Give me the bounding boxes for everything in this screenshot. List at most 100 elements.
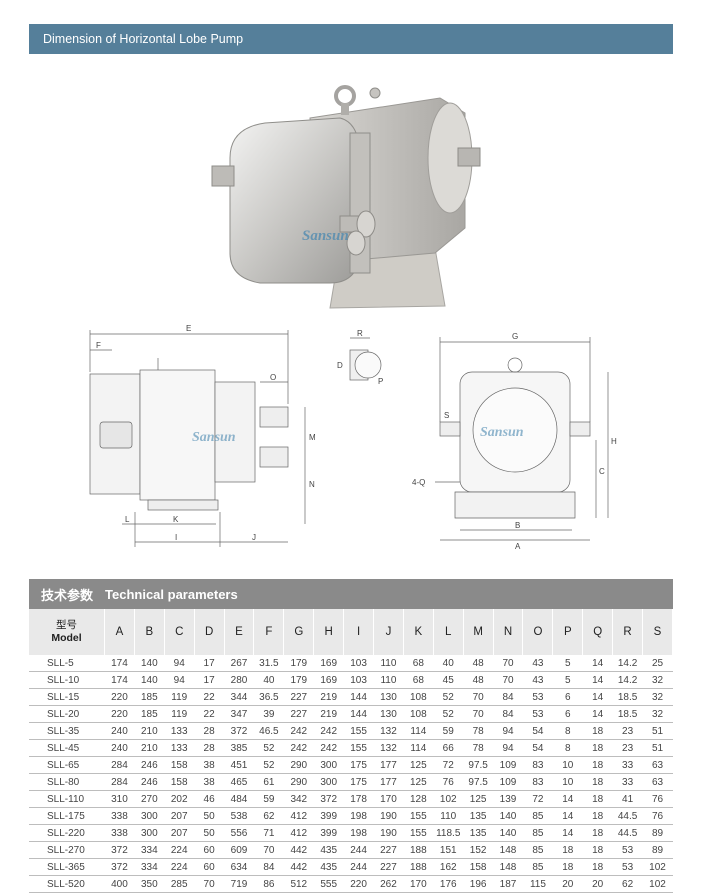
value-cell: 72 <box>522 790 553 808</box>
value-cell: 158 <box>164 773 195 791</box>
value-cell: 14 <box>552 824 583 842</box>
value-cell: 60 <box>194 858 225 876</box>
value-cell: 155 <box>343 722 374 740</box>
value-cell: 300 <box>134 807 165 825</box>
value-cell: 412 <box>283 824 314 842</box>
value-cell: 155 <box>343 739 374 757</box>
value-cell: 372 <box>104 841 135 859</box>
value-cell: 130 <box>373 688 404 706</box>
value-cell: 152 <box>463 841 494 859</box>
value-cell: 219 <box>313 688 344 706</box>
value-cell: 244 <box>343 841 374 859</box>
value-cell: 10 <box>552 773 583 791</box>
value-cell: 162 <box>433 858 464 876</box>
value-cell: 41 <box>612 790 643 808</box>
value-cell: 89 <box>642 841 673 859</box>
value-cell: 8 <box>552 739 583 757</box>
value-cell: 83 <box>522 756 553 774</box>
value-cell: 5 <box>552 671 583 689</box>
value-cell: 20 <box>582 875 613 893</box>
value-cell: 14 <box>582 655 613 672</box>
value-cell: 5 <box>552 655 583 672</box>
value-cell: 86 <box>253 875 284 893</box>
table-title-bar: 技术参数 Technical parameters <box>29 579 673 609</box>
value-cell: 40 <box>253 671 284 689</box>
value-cell: 89 <box>642 824 673 842</box>
value-cell: 33 <box>612 756 643 774</box>
model-cell: SLL-110 <box>29 790 105 808</box>
value-cell: 14 <box>582 705 613 723</box>
dim-label-e: E <box>186 324 191 333</box>
value-cell: 18 <box>552 858 583 876</box>
value-cell: 18 <box>552 841 583 859</box>
value-cell: 85 <box>522 841 553 859</box>
value-cell: 94 <box>164 671 195 689</box>
dim-label-o: O <box>270 373 276 382</box>
value-cell: 54 <box>522 722 553 740</box>
column-header-i: I <box>343 609 375 655</box>
value-cell: 18 <box>582 722 613 740</box>
value-cell: 14 <box>552 790 583 808</box>
value-cell: 556 <box>224 824 254 842</box>
value-cell: 40 <box>433 655 464 672</box>
value-cell: 187 <box>493 875 523 893</box>
model-cell: SLL-45 <box>29 739 105 757</box>
value-cell: 224 <box>164 858 195 876</box>
value-cell: 227 <box>283 705 314 723</box>
value-cell: 244 <box>343 858 374 876</box>
column-header-p: P <box>552 609 584 655</box>
value-cell: 177 <box>373 756 404 774</box>
column-header-o: O <box>522 609 554 655</box>
value-cell: 242 <box>283 722 314 740</box>
value-cell: 18 <box>582 824 613 842</box>
value-cell: 224 <box>164 841 195 859</box>
model-cell: SLL-35 <box>29 722 105 740</box>
value-cell: 130 <box>373 705 404 723</box>
value-cell: 85 <box>522 824 553 842</box>
dim-label-j: J <box>252 533 256 542</box>
value-cell: 70 <box>493 671 523 689</box>
value-cell: 28 <box>194 739 225 757</box>
value-cell: 158 <box>463 858 494 876</box>
model-cell: SLL-80 <box>29 773 105 791</box>
value-cell: 72 <box>433 756 464 774</box>
value-cell: 14.2 <box>612 671 643 689</box>
value-cell: 94 <box>493 739 523 757</box>
value-cell: 43 <box>522 655 553 672</box>
value-cell: 94 <box>164 655 195 672</box>
value-cell: 372 <box>313 790 344 808</box>
column-header-c: C <box>164 609 195 655</box>
value-cell: 31.5 <box>253 655 284 672</box>
model-cell: SLL-365 <box>29 858 105 876</box>
value-cell: 179 <box>283 655 314 672</box>
column-header-b: B <box>134 609 165 655</box>
value-cell: 285 <box>164 875 195 893</box>
value-cell: 44.5 <box>612 824 643 842</box>
dim-label-s: S <box>444 411 449 420</box>
dim-label-b: B <box>515 521 520 530</box>
value-cell: 18.5 <box>612 688 643 706</box>
model-header-cn: 型号 <box>56 619 77 631</box>
value-cell: 52 <box>253 756 284 774</box>
value-cell: 399 <box>313 824 344 842</box>
value-cell: 451 <box>224 756 254 774</box>
model-cell: SLL-520 <box>29 875 105 893</box>
value-cell: 45 <box>433 671 464 689</box>
dim-label-c: C <box>599 467 605 476</box>
value-cell: 110 <box>373 671 404 689</box>
value-cell: 36.5 <box>253 688 284 706</box>
value-cell: 220 <box>343 875 374 893</box>
value-cell: 115 <box>522 875 553 893</box>
value-cell: 198 <box>343 807 374 825</box>
value-cell: 33 <box>612 773 643 791</box>
value-cell: 342 <box>283 790 314 808</box>
column-header-k: K <box>403 609 434 655</box>
value-cell: 169 <box>313 655 344 672</box>
value-cell: 66 <box>433 739 464 757</box>
value-cell: 20 <box>552 875 583 893</box>
